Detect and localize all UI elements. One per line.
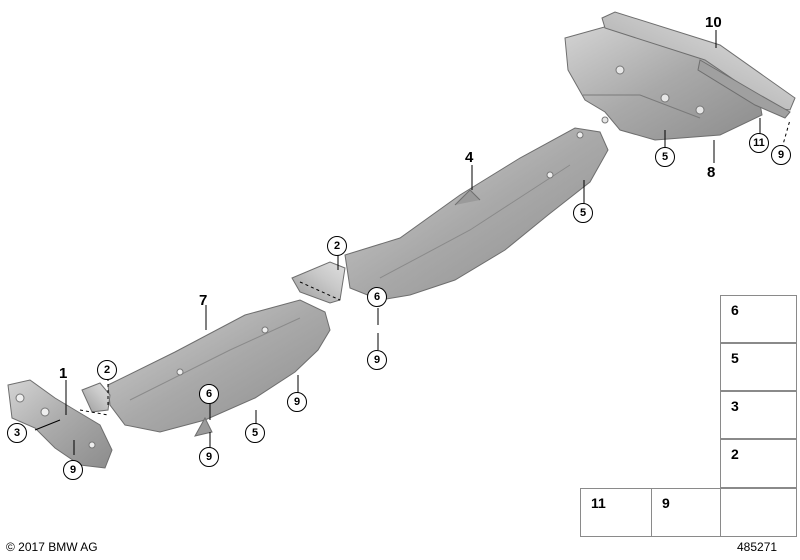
- callout-9-rear: 9: [771, 145, 791, 165]
- legend-number: 11: [591, 495, 606, 511]
- callout-9-center: 9: [367, 350, 387, 370]
- heat-shield-front: [7, 379, 113, 469]
- callout-5-front: 5: [245, 423, 265, 443]
- heat-shield-center-tunnel: [344, 127, 609, 301]
- callout-9-center-left: 9: [287, 392, 307, 412]
- callout-7: 7: [199, 292, 208, 309]
- leader-lines: [34, 30, 791, 455]
- callout-11: 11: [749, 133, 769, 153]
- callout-5-center: 5: [573, 203, 593, 223]
- legend-item-9: 9: [651, 488, 721, 537]
- legend-item-6: 6: [720, 295, 797, 343]
- legend-number: 6: [731, 302, 739, 318]
- heat-shield-bracket: [601, 11, 796, 119]
- callout-1: 1: [59, 365, 68, 382]
- callout-3: 3: [7, 423, 27, 443]
- image-id: 485271: [737, 540, 778, 554]
- legend-item-5: 5: [720, 343, 797, 391]
- legend-number: 2: [731, 446, 739, 462]
- callout-6-center: 6: [367, 287, 387, 307]
- callout-9-front: 9: [63, 460, 83, 480]
- heat-shield-front-center: [107, 299, 331, 437]
- legend-direction-box: [720, 488, 797, 537]
- callout-6-front: 6: [199, 384, 219, 404]
- callout-4: 4: [465, 149, 474, 166]
- callout-10: 10: [705, 14, 722, 31]
- copyright-text: © 2017 BMW AG: [6, 540, 98, 554]
- legend-item-3: 3: [720, 391, 797, 439]
- callout-2-center: 2: [327, 236, 347, 256]
- legend-item-2: 2: [720, 439, 797, 488]
- callout-2-front: 2: [97, 360, 117, 380]
- callout-9-front-center: 9: [199, 447, 219, 467]
- legend-number: 3: [731, 398, 739, 414]
- legend-item-11: 11: [580, 488, 657, 537]
- callout-5-rear: 5: [655, 147, 675, 167]
- legend-number: 5: [731, 350, 739, 366]
- callout-8: 8: [707, 164, 716, 181]
- clip-bracket-front: [81, 382, 111, 413]
- legend-number: 9: [662, 495, 670, 511]
